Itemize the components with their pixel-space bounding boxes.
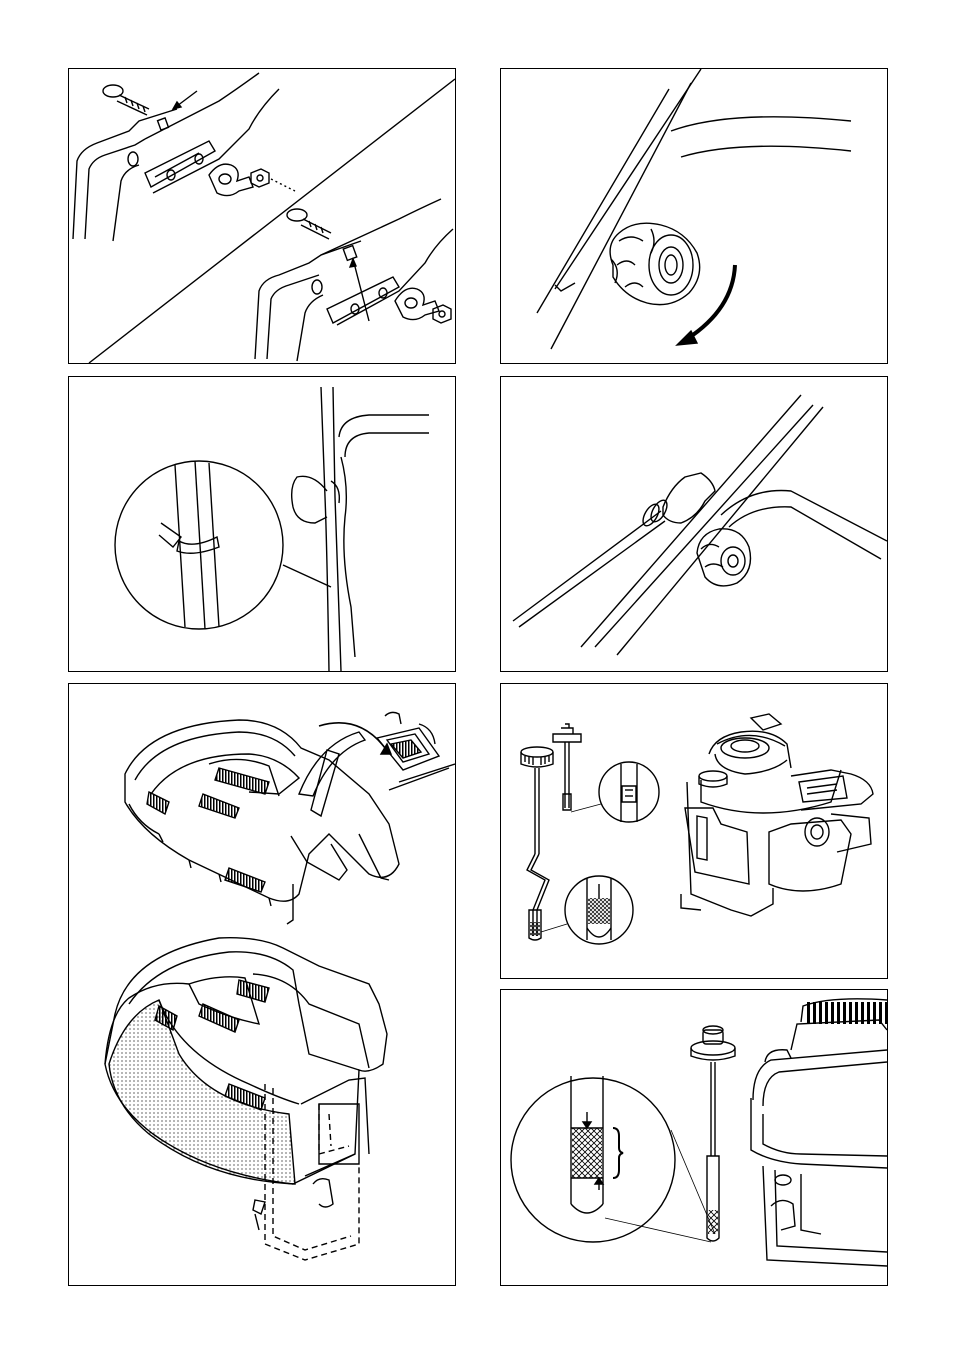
figure-5-grass-catcher-assembly <box>68 683 456 1286</box>
figure-6-engine-dipstick-check <box>500 683 888 979</box>
oil-level-dipstick-icon <box>501 990 887 1285</box>
figure-4-handle-fold-knob <box>500 376 888 672</box>
figure-7-oil-level-dipstick <box>500 989 888 1286</box>
handle-knob-tighten-icon <box>501 69 887 363</box>
handle-bolt-assembly-icon <box>69 69 455 363</box>
figure-2-handle-knob-tighten <box>500 68 888 364</box>
cable-clip-detail-icon <box>69 377 455 671</box>
figure-3-cable-clip-detail <box>68 376 456 672</box>
handle-fold-knob-icon <box>501 377 887 671</box>
engine-dipstick-check-icon <box>501 684 887 978</box>
figure-1-handle-bolt-assembly <box>68 68 456 364</box>
grass-catcher-assembly-icon <box>69 684 455 1285</box>
